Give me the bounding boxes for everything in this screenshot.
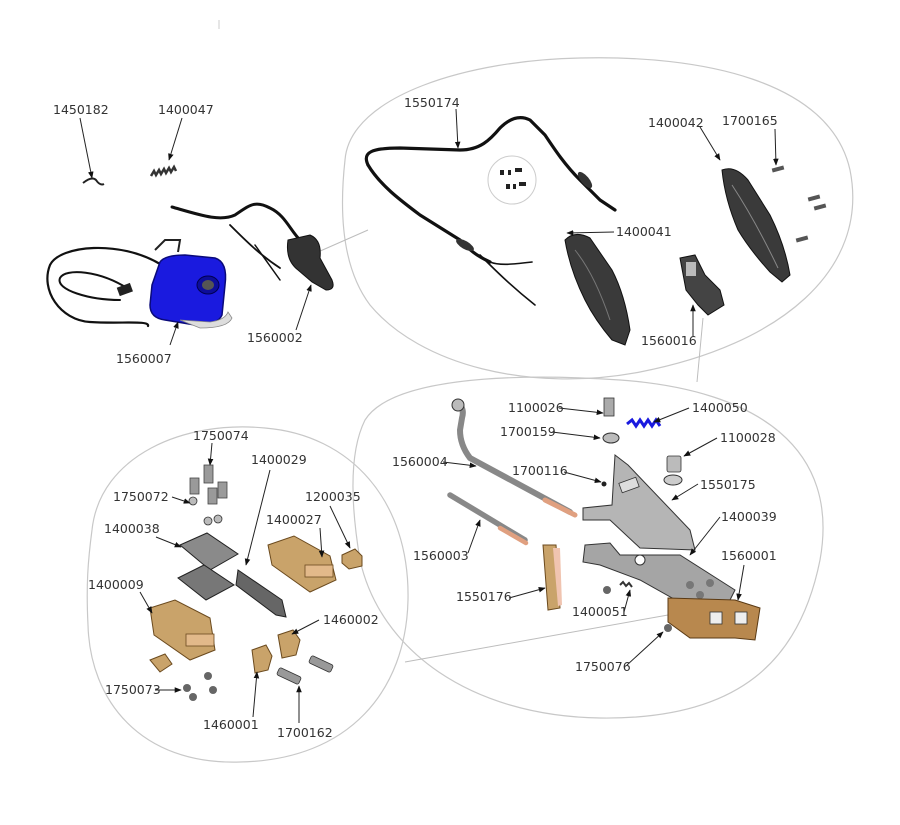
label-1560002: 1560002 — [247, 330, 303, 345]
label-1700162: 1700162 — [277, 725, 333, 740]
part-1460002-nut-block — [277, 629, 301, 659]
part-1550174-cable — [364, 116, 617, 306]
label-1400051: 1400051 — [572, 604, 628, 619]
part-1560004-lead — [451, 398, 578, 518]
part-1750076-nut — [664, 624, 672, 632]
part-1400042-handle-shell-right — [721, 168, 791, 283]
label-1400038: 1400038 — [104, 521, 160, 536]
connector-line — [404, 614, 669, 663]
part-1560007-cable — [46, 246, 162, 328]
part-1560016-trigger-switch — [679, 254, 725, 316]
part-1460001-nut-block — [251, 644, 273, 674]
part-1400038-plates — [177, 532, 239, 601]
label-1750074: 1750074 — [193, 428, 249, 443]
part-1400047-spring-strip — [149, 164, 178, 178]
part-1700116-pin — [601, 481, 607, 487]
label-1550174: 1550174 — [404, 95, 460, 110]
label-1750076: 1750076 — [575, 659, 631, 674]
label-1560016: 1560016 — [641, 333, 697, 348]
part-1100028-bolt — [663, 455, 683, 486]
part-screws-inset — [487, 155, 537, 205]
label-1400050: 1400050 — [692, 400, 748, 415]
bubble-contact-detail — [86, 426, 409, 763]
label-1400047: 1400047 — [158, 102, 214, 117]
label-1700165: 1700165 — [722, 113, 778, 128]
part-1750074-bolts — [189, 464, 228, 505]
label-1400042: 1400042 — [648, 115, 704, 130]
label-1100028: 1100028 — [720, 430, 776, 445]
part-1400041-handle-shell-left — [564, 234, 631, 346]
part-1560007-base-unit — [149, 239, 233, 329]
label-1400027: 1400027 — [266, 512, 322, 527]
part-1400050-spring — [626, 417, 662, 429]
label-1400029: 1400029 — [251, 452, 307, 467]
label-1450182: 1450182 — [53, 102, 109, 117]
label-1400041: 1400041 — [616, 224, 672, 239]
label-1400009: 1400009 — [88, 577, 144, 592]
connector-line — [317, 229, 369, 253]
label-1550175: 1550175 — [700, 477, 756, 492]
part-labels: 1450182 1400047 1560007 1560002 1550174 … — [53, 95, 778, 740]
part-1200035-block — [341, 548, 363, 570]
label-1200035: 1200035 — [305, 489, 361, 504]
part-1560002-handle-assembly — [170, 202, 334, 291]
label-1550176: 1550176 — [456, 589, 512, 604]
part-1550176-link-bar — [542, 544, 562, 611]
connector-line — [696, 317, 704, 383]
label-1460001: 1460001 — [203, 717, 259, 732]
part-1400027-jaw — [267, 535, 337, 593]
leader-lines — [79, 108, 779, 723]
label-1560004: 1560004 — [392, 454, 448, 469]
part-1100026-stud — [603, 397, 615, 417]
label-1460002: 1460002 — [323, 612, 379, 627]
label-1560003: 1560003 — [413, 548, 469, 563]
label-1750072: 1750072 — [113, 489, 169, 504]
part-1700165-screws — [771, 165, 827, 243]
part-1400029-insulator — [235, 569, 287, 618]
part-1560003-lead — [447, 492, 529, 546]
label-1100026: 1100026 — [508, 400, 564, 415]
part-1700162-screws — [276, 655, 334, 685]
part-1750072-washers — [188, 496, 223, 526]
label-1560007: 1560007 — [116, 351, 172, 366]
label-1750073: 1750073 — [105, 682, 161, 697]
part-1550175-bracket — [582, 454, 696, 551]
part-1400009-jaw — [149, 599, 216, 673]
part-1450182-clip — [82, 177, 105, 186]
bubble-handle-detail — [341, 57, 854, 380]
part-1700159-washer — [602, 432, 620, 444]
part-1400051-spring — [603, 580, 633, 594]
label-1560001: 1560001 — [721, 548, 777, 563]
label-1700116: 1700116 — [512, 463, 568, 478]
part-1750073-nuts — [183, 672, 217, 701]
label-1400039: 1400039 — [721, 509, 777, 524]
part-1560001-jaw-assembly — [667, 597, 761, 641]
label-1700159: 1700159 — [500, 424, 556, 439]
